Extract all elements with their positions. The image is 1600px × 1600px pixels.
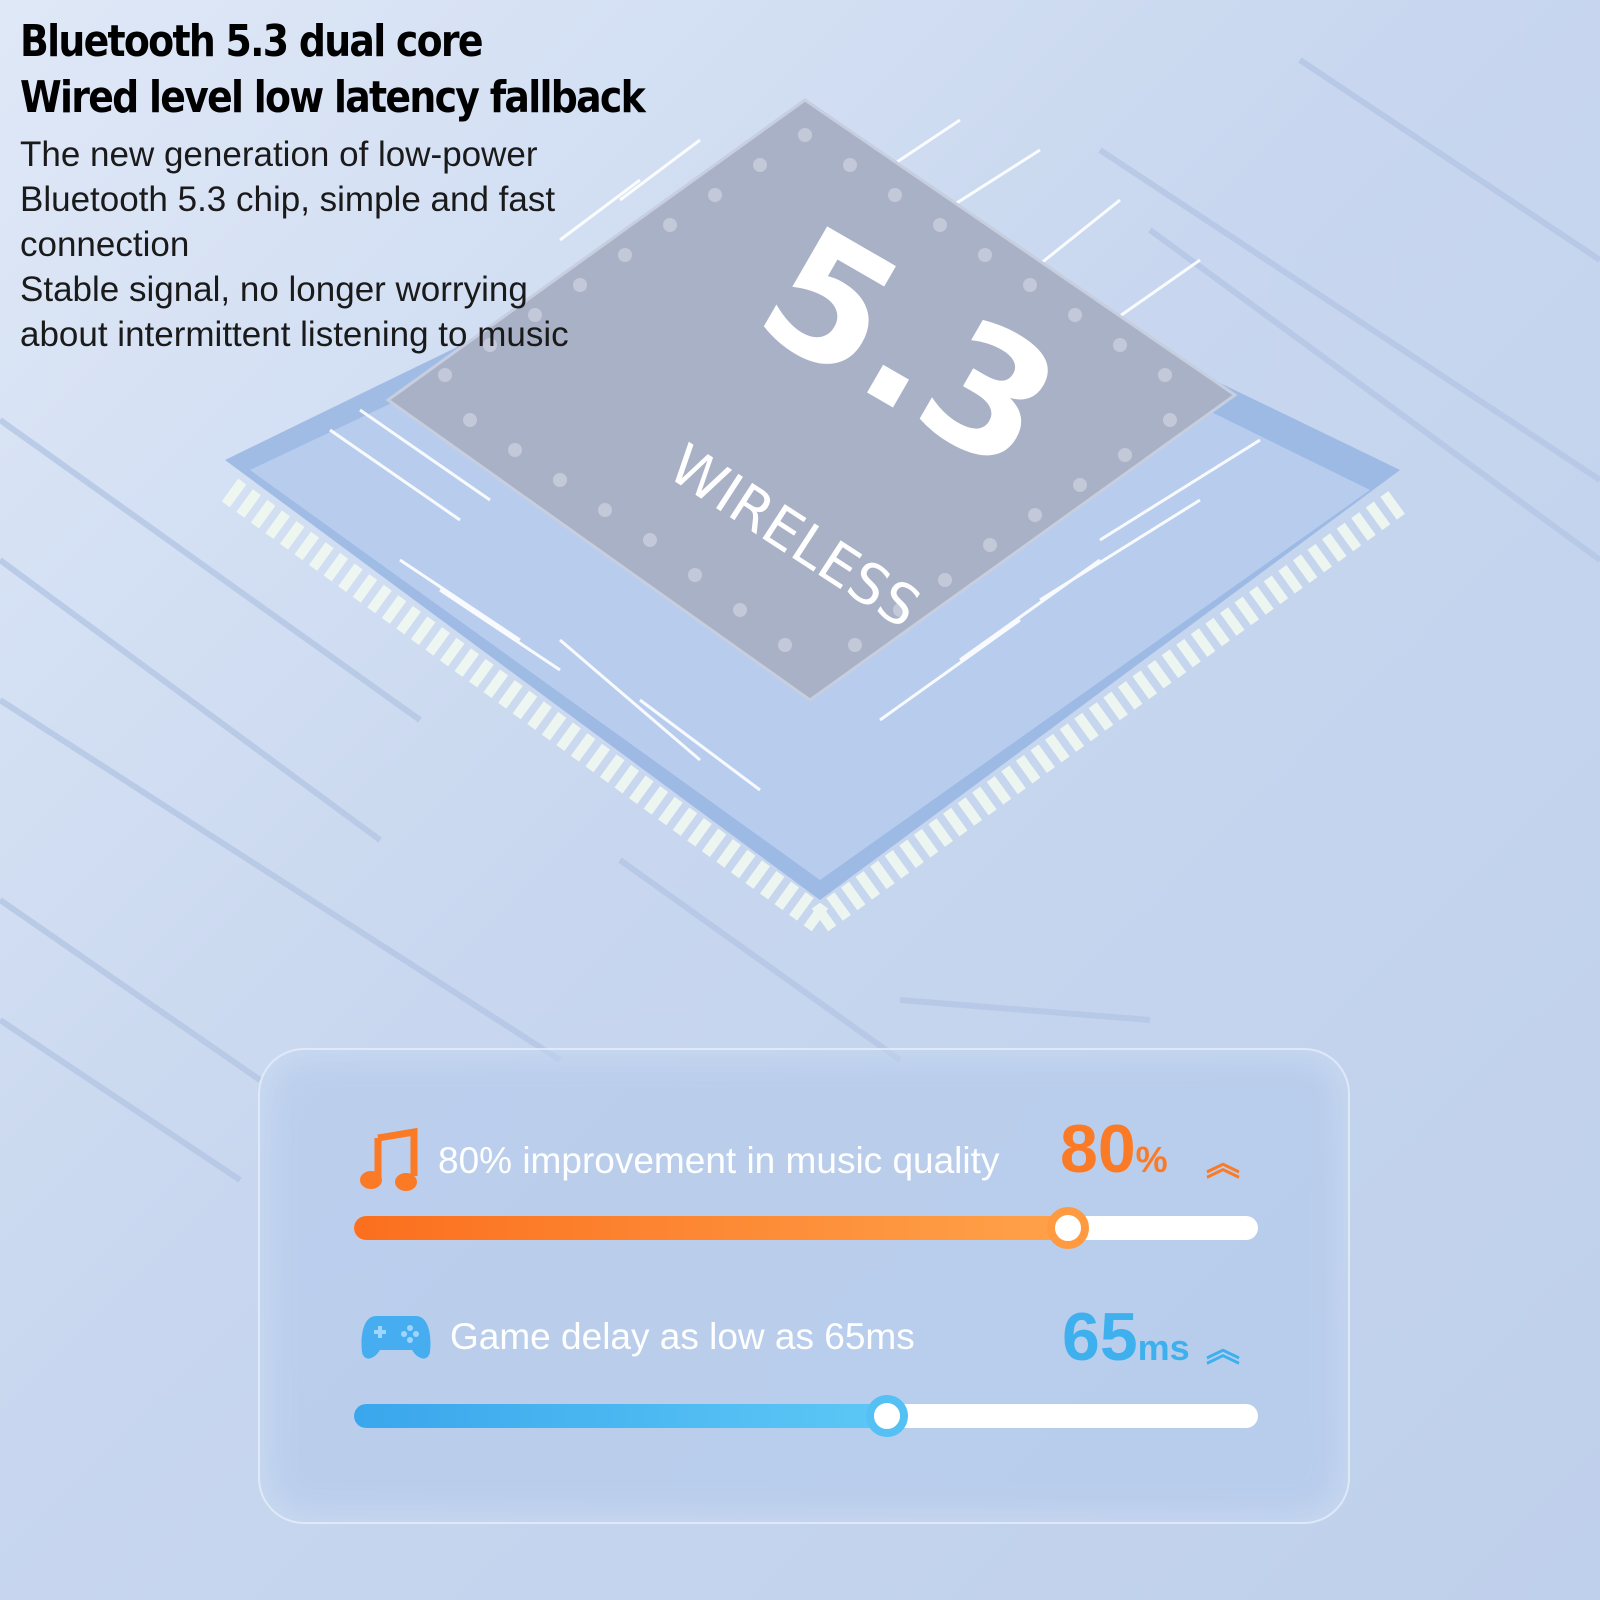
music-stat-value: 80%	[1060, 1110, 1168, 1188]
game-slider[interactable]	[354, 1395, 1258, 1437]
music-chevron-up-icon: ︽	[1206, 1145, 1240, 1183]
description-line: The new generation of low-power	[20, 135, 538, 174]
headline-line2: Wired level low latency fallback	[20, 72, 646, 123]
game-stat-label: Game delay as low as 65ms	[450, 1316, 915, 1357]
music-value-unit: %	[1135, 1139, 1168, 1180]
music-slider-knob[interactable]	[1047, 1207, 1090, 1249]
music-slider[interactable]	[354, 1207, 1258, 1249]
description: The new generation of low-power Bluetoot…	[20, 132, 660, 357]
description-line: connection	[20, 225, 190, 264]
description-line: about intermittent listening to music	[20, 315, 569, 354]
game-chevron-up-icon: ︽	[1206, 1331, 1240, 1369]
headline-line1: Bluetooth 5.3 dual core	[20, 16, 484, 67]
description-line: Stable signal, no longer worrying	[20, 270, 528, 309]
gamepad-icon	[361, 1316, 431, 1359]
description-line: Bluetooth 5.3 chip, simple and fast	[20, 180, 556, 219]
game-stat-row: Game delay as low as 65ms	[360, 1312, 915, 1362]
music-value-number: 80	[1060, 1111, 1136, 1187]
music-note-icon	[360, 1128, 418, 1191]
game-value-number: 65	[1062, 1299, 1138, 1375]
stats-panel: 80% improvement in music quality 80% ︽ G…	[258, 1048, 1350, 1524]
music-stat-label: 80% improvement in music quality	[438, 1140, 1000, 1181]
game-value-unit: ms	[1137, 1327, 1190, 1368]
game-slider-knob[interactable]	[866, 1395, 909, 1437]
music-stat-row: 80% improvement in music quality	[360, 1128, 999, 1194]
game-stat-value: 65ms	[1062, 1298, 1190, 1376]
chip-top	[385, 98, 1238, 702]
chip-pins	[221, 478, 1409, 932]
game-slider-fill	[354, 1404, 888, 1428]
music-slider-fill	[354, 1216, 1069, 1240]
